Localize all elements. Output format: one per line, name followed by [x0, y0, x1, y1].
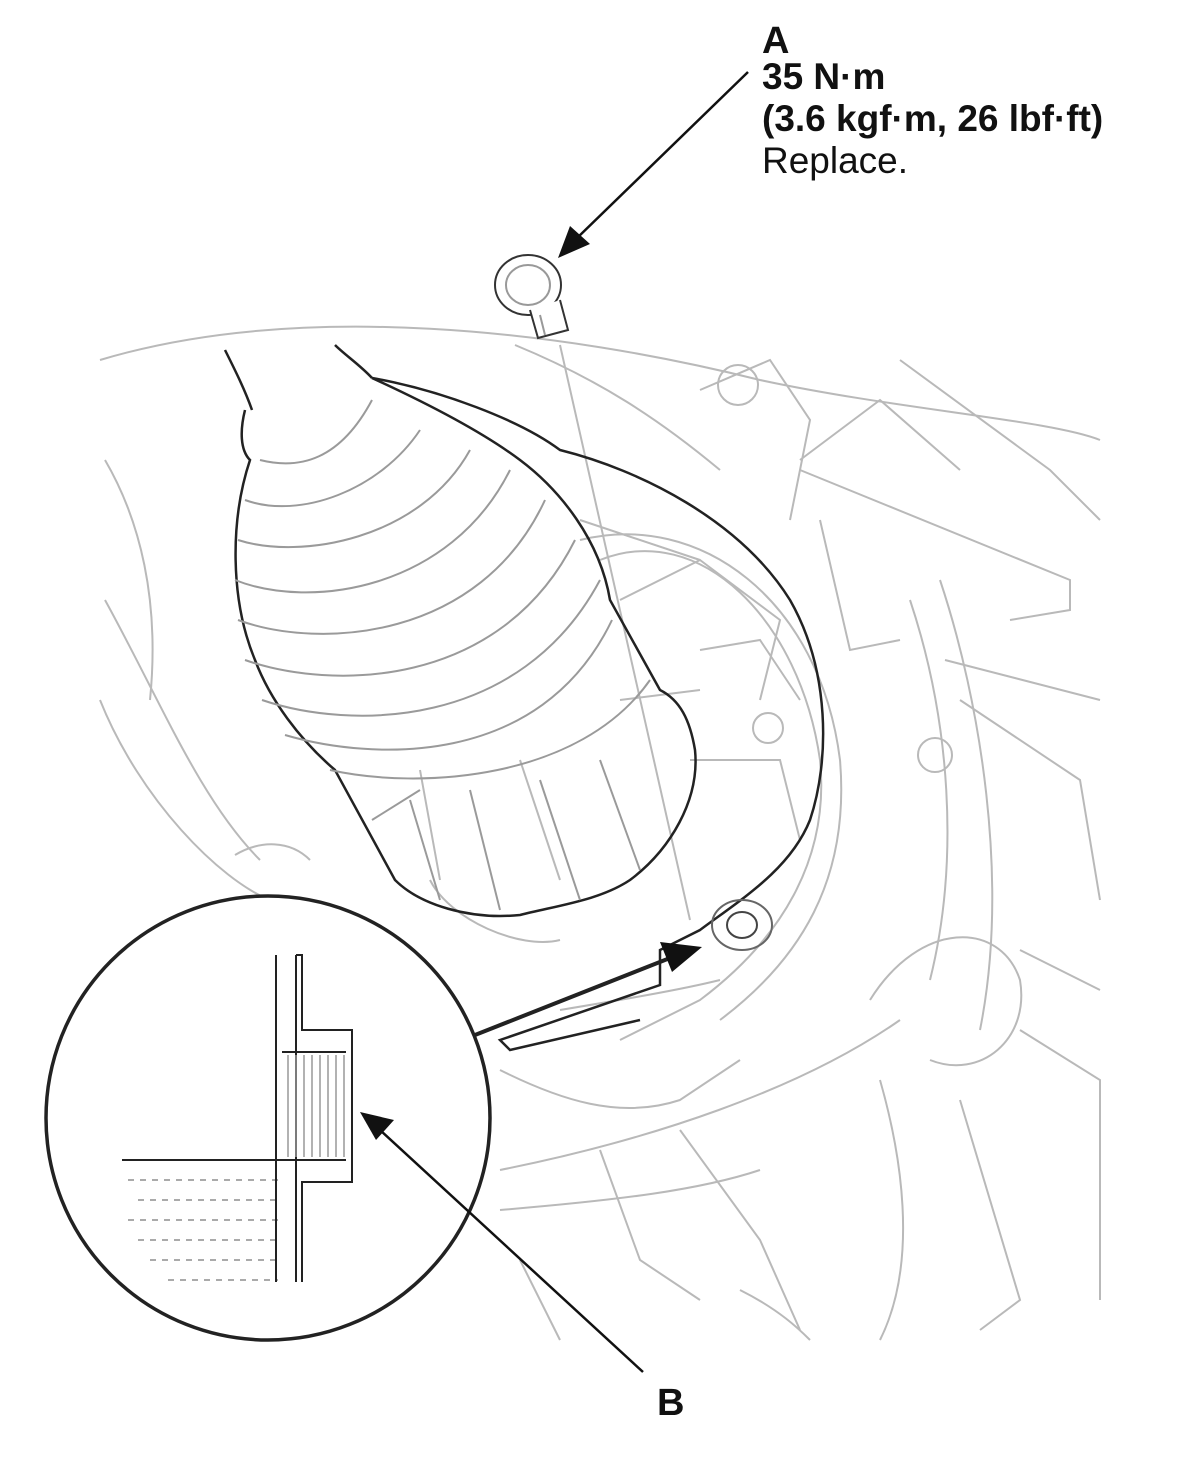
- detail-arrow: [474, 942, 702, 1037]
- callout-a-letter: A: [762, 20, 790, 62]
- detail-circle: [44, 894, 492, 1342]
- callout-a: A 35 N·m (3.6 kgf·m, 26 lbf·ft) Replace.: [762, 22, 1103, 184]
- callout-b-letter: B: [657, 1382, 685, 1424]
- cv-joint-boot: [223, 344, 697, 918]
- leader-a: [558, 71, 749, 258]
- torque-spec-nm: 35 N·m: [762, 56, 886, 97]
- replace-note: Replace.: [762, 140, 909, 181]
- leader-b: [360, 1112, 644, 1373]
- torque-spec-alt: (3.6 kgf·m, 26 lbf·ft): [762, 98, 1104, 139]
- plug-location-icon: [711, 899, 773, 951]
- gasket-outline: [371, 376, 825, 1052]
- bolt-a-icon: [494, 254, 570, 340]
